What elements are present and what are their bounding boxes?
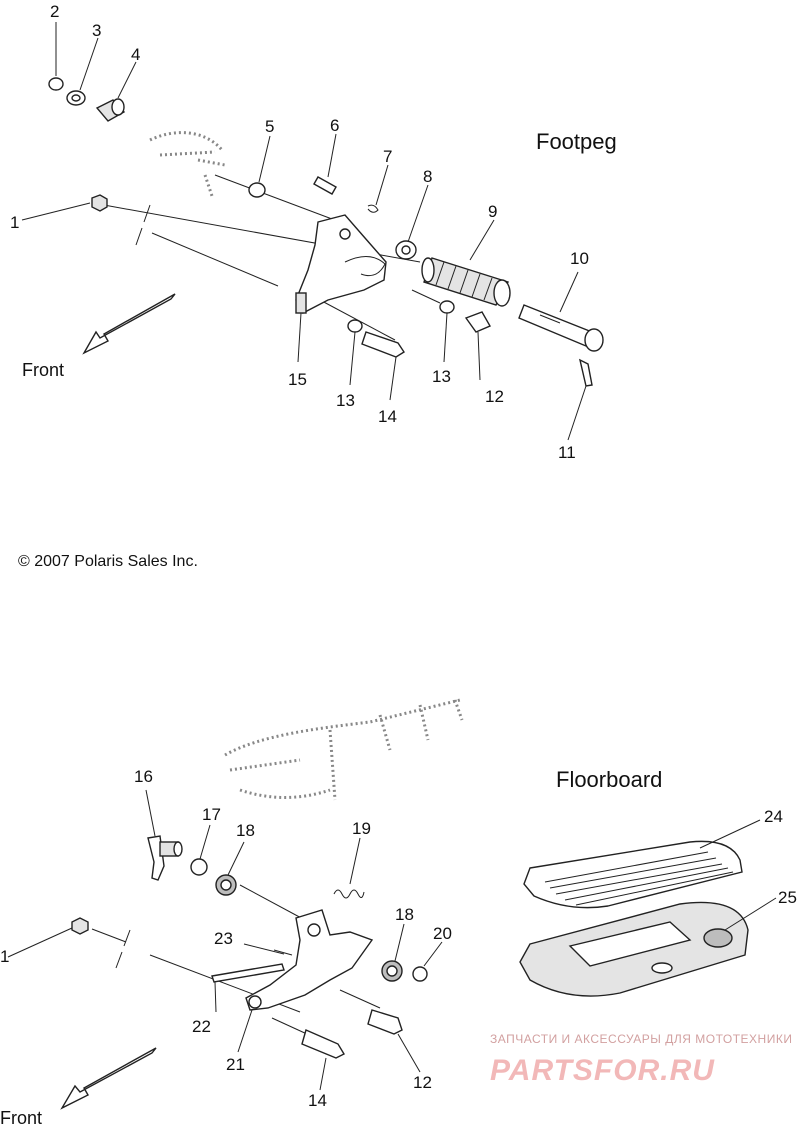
bushing-lower-part: [381, 960, 403, 982]
callout-18-upper: 18: [236, 821, 255, 840]
floorboard-callouts: 1 12 14 16 17 18 18 19 20 21 22 23 24 25: [0, 767, 797, 1110]
callout-9: 9: [488, 202, 497, 221]
footpeg-title: Footpeg: [536, 129, 617, 154]
axis-line-c: [239, 884, 306, 921]
callout-10: 10: [570, 249, 589, 268]
washer-hole: [71, 94, 81, 102]
callout-17: 17: [202, 805, 221, 824]
footpeg-section: Footpeg: [10, 2, 617, 462]
axis-line-lower: [151, 232, 279, 287]
footpeg-callouts: 1 2 3 4 5 6 7 8 9 10 11 12 13 13 14 15: [10, 2, 589, 462]
clip-ring-part: [48, 77, 64, 91]
callout-14-lower: 14: [308, 1091, 327, 1110]
bracket-hole: [339, 228, 351, 240]
callout-12: 12: [485, 387, 504, 406]
callout-13-right: 13: [432, 367, 451, 386]
axis-line-mid: [214, 174, 341, 223]
callout-11: 11: [558, 443, 576, 462]
callout-13-left: 13: [336, 391, 355, 410]
bracket-slot: [344, 256, 386, 277]
pivot-bolt-part: [361, 331, 405, 358]
axis-break-lower: [115, 929, 131, 969]
nut-part: [91, 194, 108, 212]
axis-line-right: [411, 289, 441, 304]
callout-18-lower: 18: [395, 905, 414, 924]
front-arrow-top: [82, 293, 176, 355]
washer-right-part: [439, 300, 455, 314]
frame-ghost: [149, 131, 226, 197]
callout-1-lower: 1: [0, 947, 9, 966]
front-label-top: Front: [22, 360, 64, 380]
o-ring-part: [248, 182, 266, 198]
watermark-tagline: ЗАПЧАСТИ И АКСЕССУАРЫ ДЛЯ МОТОТЕХНИКИ: [490, 1032, 792, 1046]
rubber-grip-part: [421, 257, 511, 307]
lower-washer-part: [412, 966, 428, 982]
clip-part: [367, 204, 379, 213]
floorboard-pad-part: [523, 840, 743, 909]
callout-1: 1: [10, 213, 19, 232]
nut-lower-part: [71, 917, 89, 935]
lower-pivot-bolt-part: [301, 1029, 345, 1059]
front-arrow-bottom: [60, 1047, 157, 1110]
callout-6: 6: [330, 116, 339, 135]
floorboard-section: Floorboard: [0, 698, 797, 1126]
small-pin-part: [273, 949, 293, 956]
footpeg-bracket-part: [295, 214, 387, 314]
spring-part: [333, 889, 365, 899]
cotter-pin-part: [578, 358, 593, 387]
floorboard-base-part: [519, 901, 749, 997]
bushing-upper-part: [215, 874, 237, 896]
bushing-end: [111, 98, 125, 116]
callout-4: 4: [131, 45, 140, 64]
callout-2: 2: [50, 2, 59, 21]
brake-lever-part: [147, 835, 183, 881]
callout-5: 5: [265, 117, 274, 136]
floorboard-title: Floorboard: [556, 767, 662, 792]
rod-part: [211, 963, 285, 983]
callout-16: 16: [134, 767, 153, 786]
washer-left-part: [347, 319, 363, 333]
lower-ring-part: [190, 858, 208, 876]
flat-washer-hole: [401, 245, 411, 255]
callout-25: 25: [778, 888, 797, 907]
pin-part: [313, 176, 337, 195]
axis-line-a: [91, 928, 127, 943]
callout-14: 14: [378, 407, 397, 426]
shoulder-bolt-part: [464, 311, 491, 333]
axis-line-e: [339, 989, 381, 1009]
front-label-bottom: Front: [0, 1108, 42, 1126]
bracket-tab: [295, 292, 307, 314]
callout-23: 23: [214, 929, 233, 948]
axis-break: [135, 204, 151, 246]
clevis-pin-part: [518, 304, 604, 352]
callout-20: 20: [433, 924, 452, 943]
callout-24: 24: [764, 807, 783, 826]
frame-ghost-lower: [224, 698, 464, 801]
callout-8: 8: [423, 167, 432, 186]
callout-15: 15: [288, 370, 307, 389]
callout-22: 22: [192, 1017, 211, 1036]
callout-3: 3: [92, 21, 101, 40]
lower-shoulder-bolt-part: [367, 1009, 403, 1035]
watermark-brand: PARTSFOR.RU: [490, 1054, 715, 1087]
callout-21: 21: [226, 1055, 245, 1074]
callout-7: 7: [383, 147, 392, 166]
pivot-arm-part: [245, 909, 374, 1011]
watermark: ЗАПЧАСТИ И АКСЕССУАРЫ ДЛЯ МОТОТЕХНИКИ PA…: [490, 1032, 792, 1087]
copyright-text: © 2007 Polaris Sales Inc.: [18, 553, 198, 570]
callout-12-lower: 12: [413, 1073, 432, 1092]
callout-19: 19: [352, 819, 371, 838]
